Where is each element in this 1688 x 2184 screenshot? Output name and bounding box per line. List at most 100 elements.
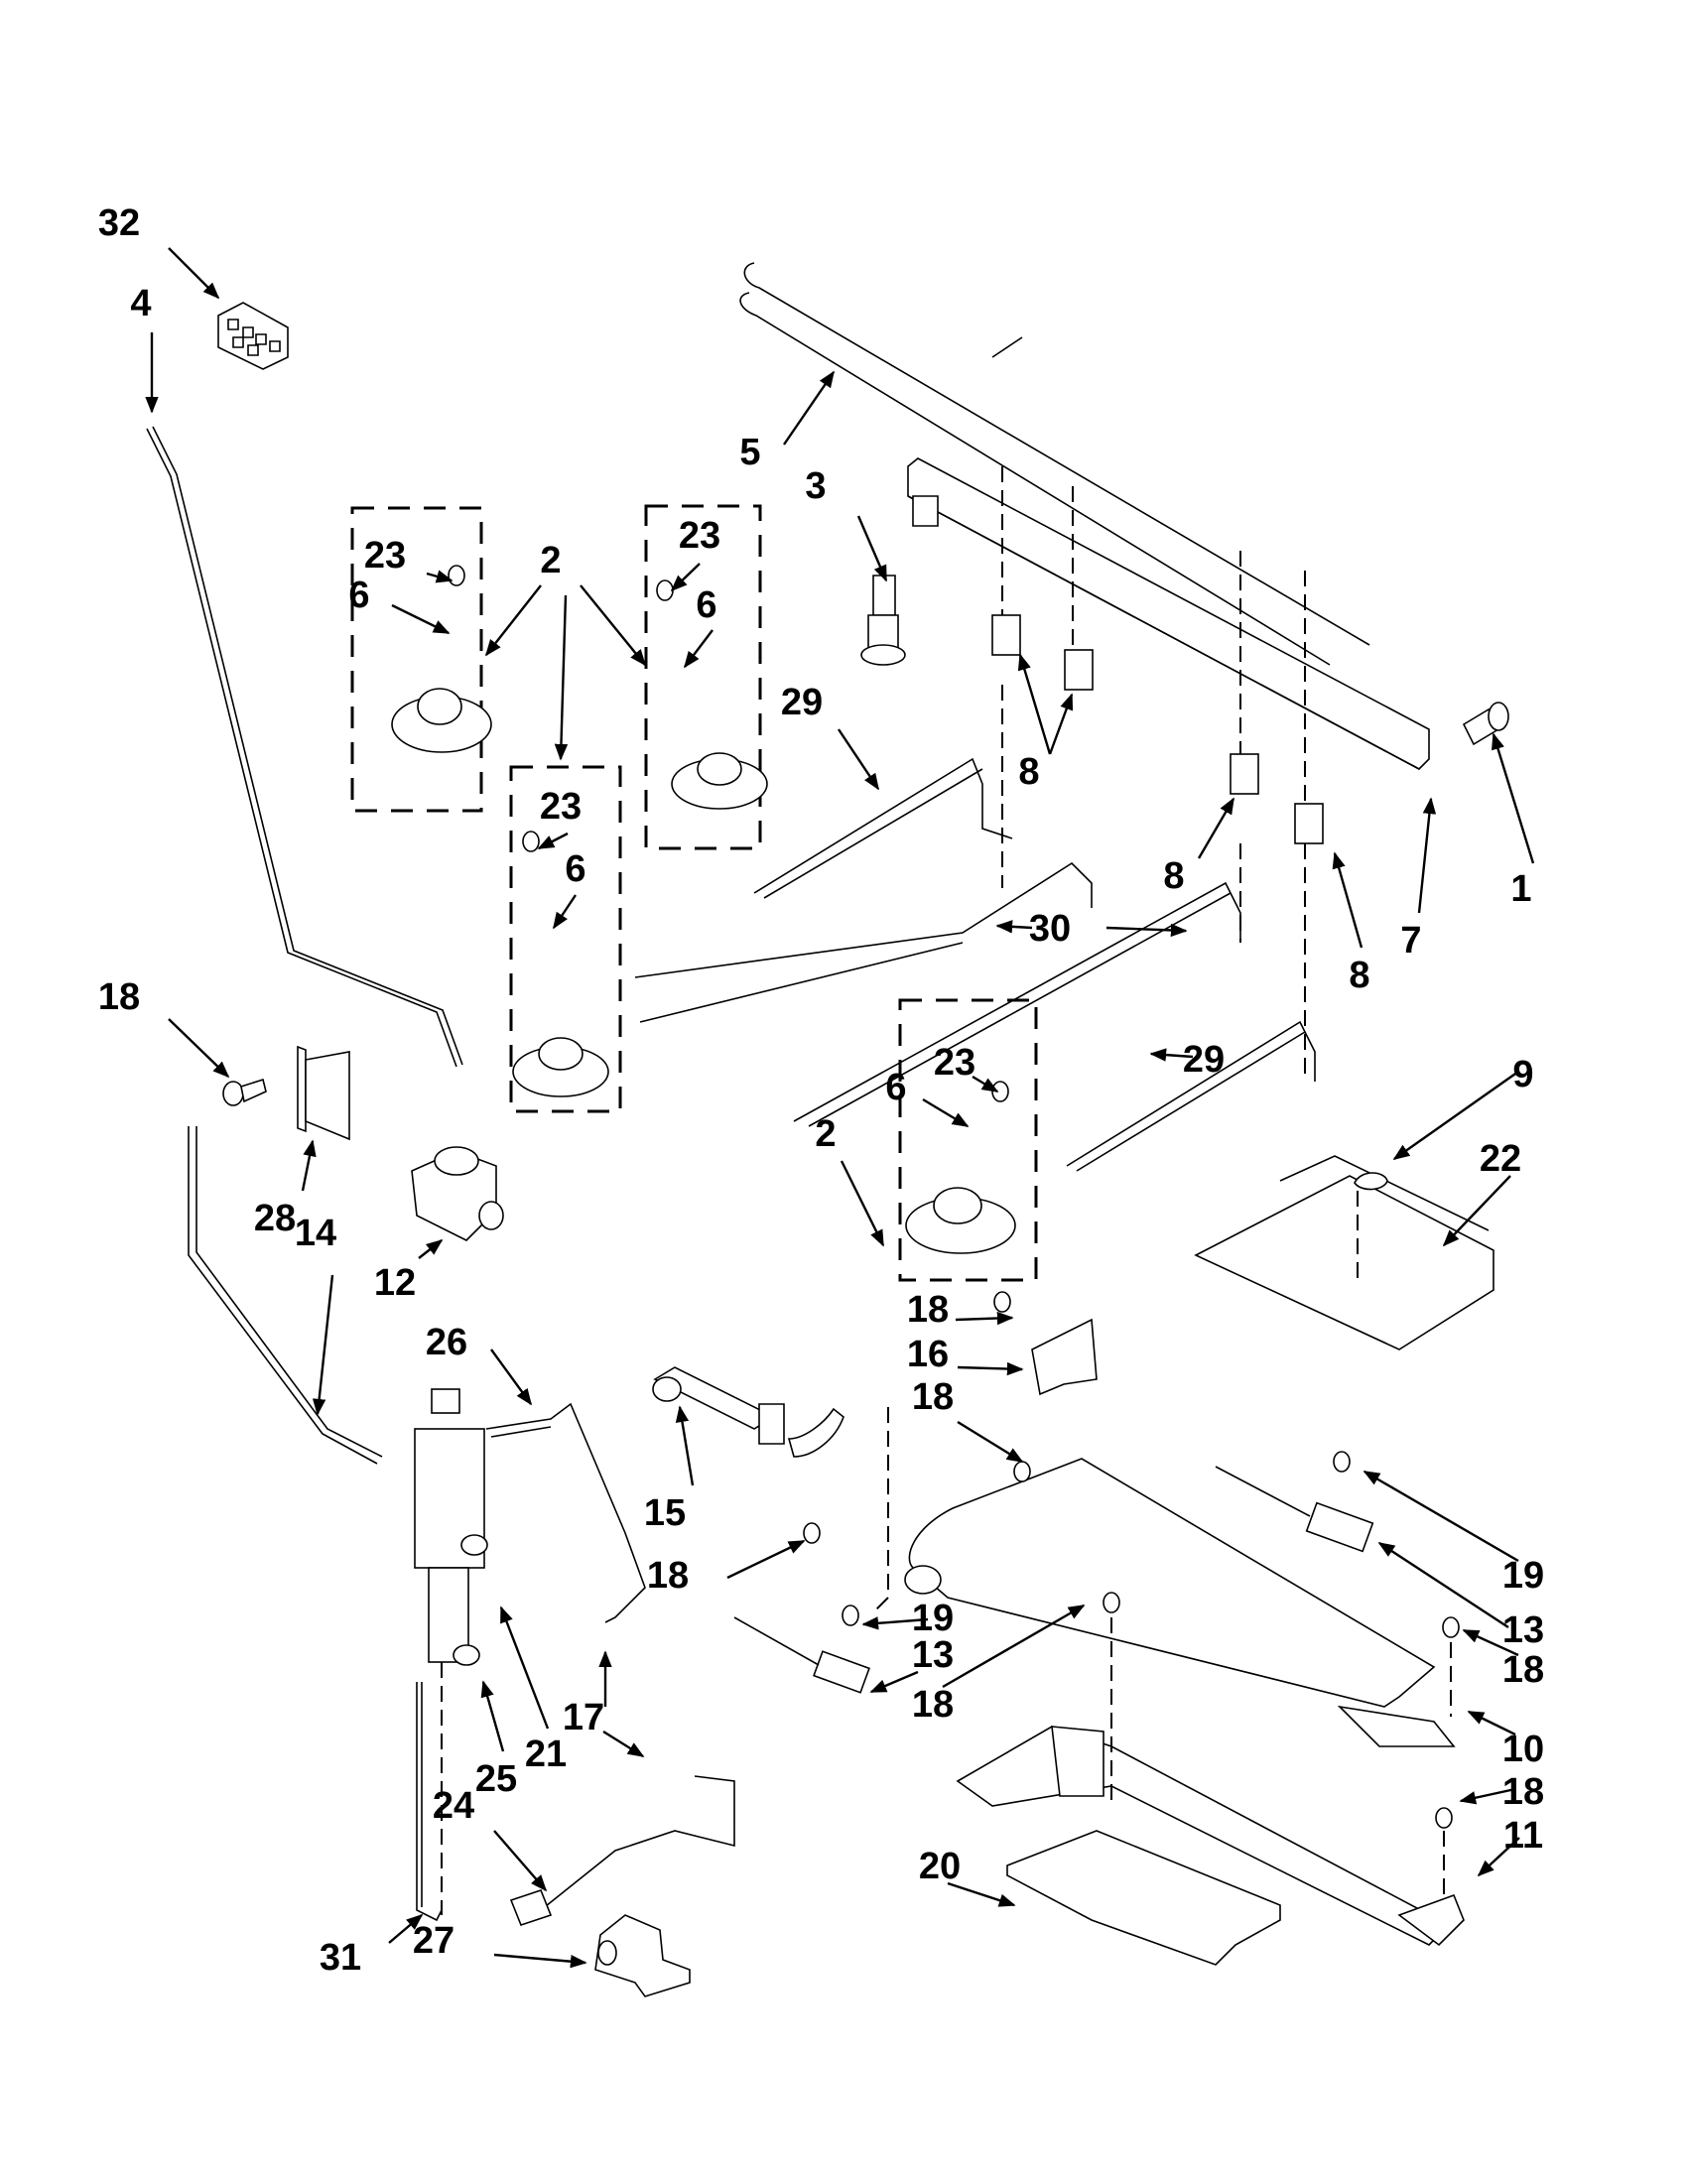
callout-leader-arrow	[1105, 923, 1188, 938]
callout-number: 23	[934, 1042, 975, 1084]
callout-17: 17	[563, 1650, 645, 1758]
callout-8: 8	[1163, 797, 1235, 897]
callout-leader-arrow	[1392, 1071, 1519, 1160]
callout-leader-arrow	[418, 1238, 444, 1259]
callout-leader-arrow	[1467, 1710, 1516, 1736]
callout-6: 6	[553, 848, 586, 930]
callout-leader-arrow	[955, 1311, 1014, 1326]
callout-leader-arrow	[856, 515, 888, 582]
callout-29: 29	[1149, 1039, 1225, 1081]
callout-3: 3	[805, 465, 888, 582]
callout-leader-arrow	[869, 1670, 919, 1694]
wire-harness-rail	[739, 262, 1370, 666]
callout-leader-arrow	[947, 1881, 1016, 1907]
assembly-lines	[441, 466, 1452, 1915]
callout-number: 6	[696, 584, 716, 626]
callout-number: 23	[679, 515, 720, 557]
callout-number: 6	[885, 1067, 906, 1108]
callout-number: 14	[295, 1213, 336, 1254]
callout-leader-arrow	[942, 1604, 1086, 1689]
callout-leader-arrow	[1048, 693, 1074, 755]
broil-burner-baffle	[1194, 1155, 1494, 1350]
callout-number: 18	[912, 1684, 954, 1726]
callout-number: 18	[647, 1555, 689, 1597]
callout-leader-arrow	[580, 584, 647, 667]
callout-leader-arrow	[957, 1420, 1024, 1464]
callout-leader-arrow	[840, 1160, 885, 1247]
callout-12: 12	[374, 1238, 444, 1304]
callout-leader-arrow	[972, 1075, 999, 1093]
callout-28: 28	[254, 1139, 317, 1239]
callout-leader-arrow	[957, 1361, 1024, 1376]
terminal-block	[217, 302, 289, 370]
callout-26: 26	[426, 1322, 532, 1406]
callout-number: 28	[254, 1198, 296, 1239]
callout-21: 21	[499, 1606, 567, 1775]
bake-burner	[956, 1726, 1465, 1947]
callout-number: 2	[540, 540, 561, 581]
callout-27: 27	[413, 1920, 587, 1969]
callout-number: 19	[1502, 1555, 1544, 1597]
callout-leader-arrow	[1442, 1175, 1511, 1247]
callout-leader-arrow	[168, 1018, 230, 1079]
callout-number: 10	[1502, 1729, 1544, 1770]
callout-8: 8	[1017, 653, 1074, 793]
callout-18: 18	[907, 1289, 1014, 1331]
callout-20: 20	[919, 1846, 1016, 1907]
callout-number: 18	[1502, 1649, 1544, 1691]
callout-number: 6	[565, 848, 585, 890]
callout-number: 6	[348, 575, 369, 616]
callout-number: 26	[426, 1322, 467, 1363]
callout-leader-arrow	[499, 1606, 550, 1730]
callout-number: 18	[98, 976, 140, 1018]
callout-leader-arrow	[670, 563, 701, 592]
callout-13: 13	[869, 1634, 954, 1694]
gas-manifold	[907, 457, 1430, 770]
callout-5: 5	[739, 370, 835, 473]
orifice-tube	[652, 1366, 844, 1458]
callout-10: 10	[1467, 1710, 1544, 1770]
callout-leader-arrow	[490, 1349, 532, 1406]
mounting-bracket	[297, 1045, 350, 1141]
callout-leader-arrow	[1149, 1048, 1194, 1062]
callout-leader-arrow	[493, 1830, 548, 1892]
callout-25: 25	[475, 1680, 517, 1800]
callout-number: 7	[1400, 920, 1421, 962]
callout-2: 2	[815, 1113, 885, 1247]
callout-number: 32	[98, 202, 140, 244]
callout-number: 18	[912, 1376, 954, 1418]
callout-leader-arrow	[301, 1139, 317, 1192]
shutoff-valve	[860, 575, 906, 666]
callout-number: 1	[1510, 868, 1531, 910]
callout-leader-arrow	[388, 1913, 424, 1944]
screw-1	[1462, 702, 1509, 746]
callout-23: 23	[670, 515, 720, 592]
callout-leader-arrow	[1462, 1628, 1519, 1657]
burner-group-box	[898, 998, 1038, 1282]
callout-31: 31	[320, 1913, 424, 1979]
callout-number: 21	[525, 1734, 567, 1775]
callout-9: 9	[1392, 1054, 1534, 1160]
bake-burner-baffle	[1006, 1830, 1281, 1966]
callout-number: 3	[805, 465, 826, 507]
callout-13: 13	[1377, 1541, 1544, 1651]
callout-leader-arrow	[783, 370, 835, 446]
callout-23: 23	[934, 1042, 999, 1093]
callout-number: 15	[644, 1492, 686, 1534]
callout-number: 12	[374, 1262, 416, 1304]
callout-number: 11	[1503, 1815, 1543, 1857]
callout-number: 22	[1480, 1138, 1521, 1180]
callout-number: 20	[919, 1846, 961, 1887]
callout-number: 23	[540, 786, 582, 828]
callout-number: 30	[1029, 908, 1071, 950]
shield-plate	[1031, 1318, 1098, 1396]
callout-number: 13	[912, 1634, 954, 1676]
callout-number: 18	[907, 1289, 949, 1331]
callout-6: 6	[348, 575, 451, 635]
callout-leader-arrow	[1332, 851, 1363, 949]
callout-leader-arrow	[480, 1680, 505, 1752]
callout-number: 31	[320, 1937, 361, 1979]
callout-number: 9	[1512, 1054, 1533, 1095]
